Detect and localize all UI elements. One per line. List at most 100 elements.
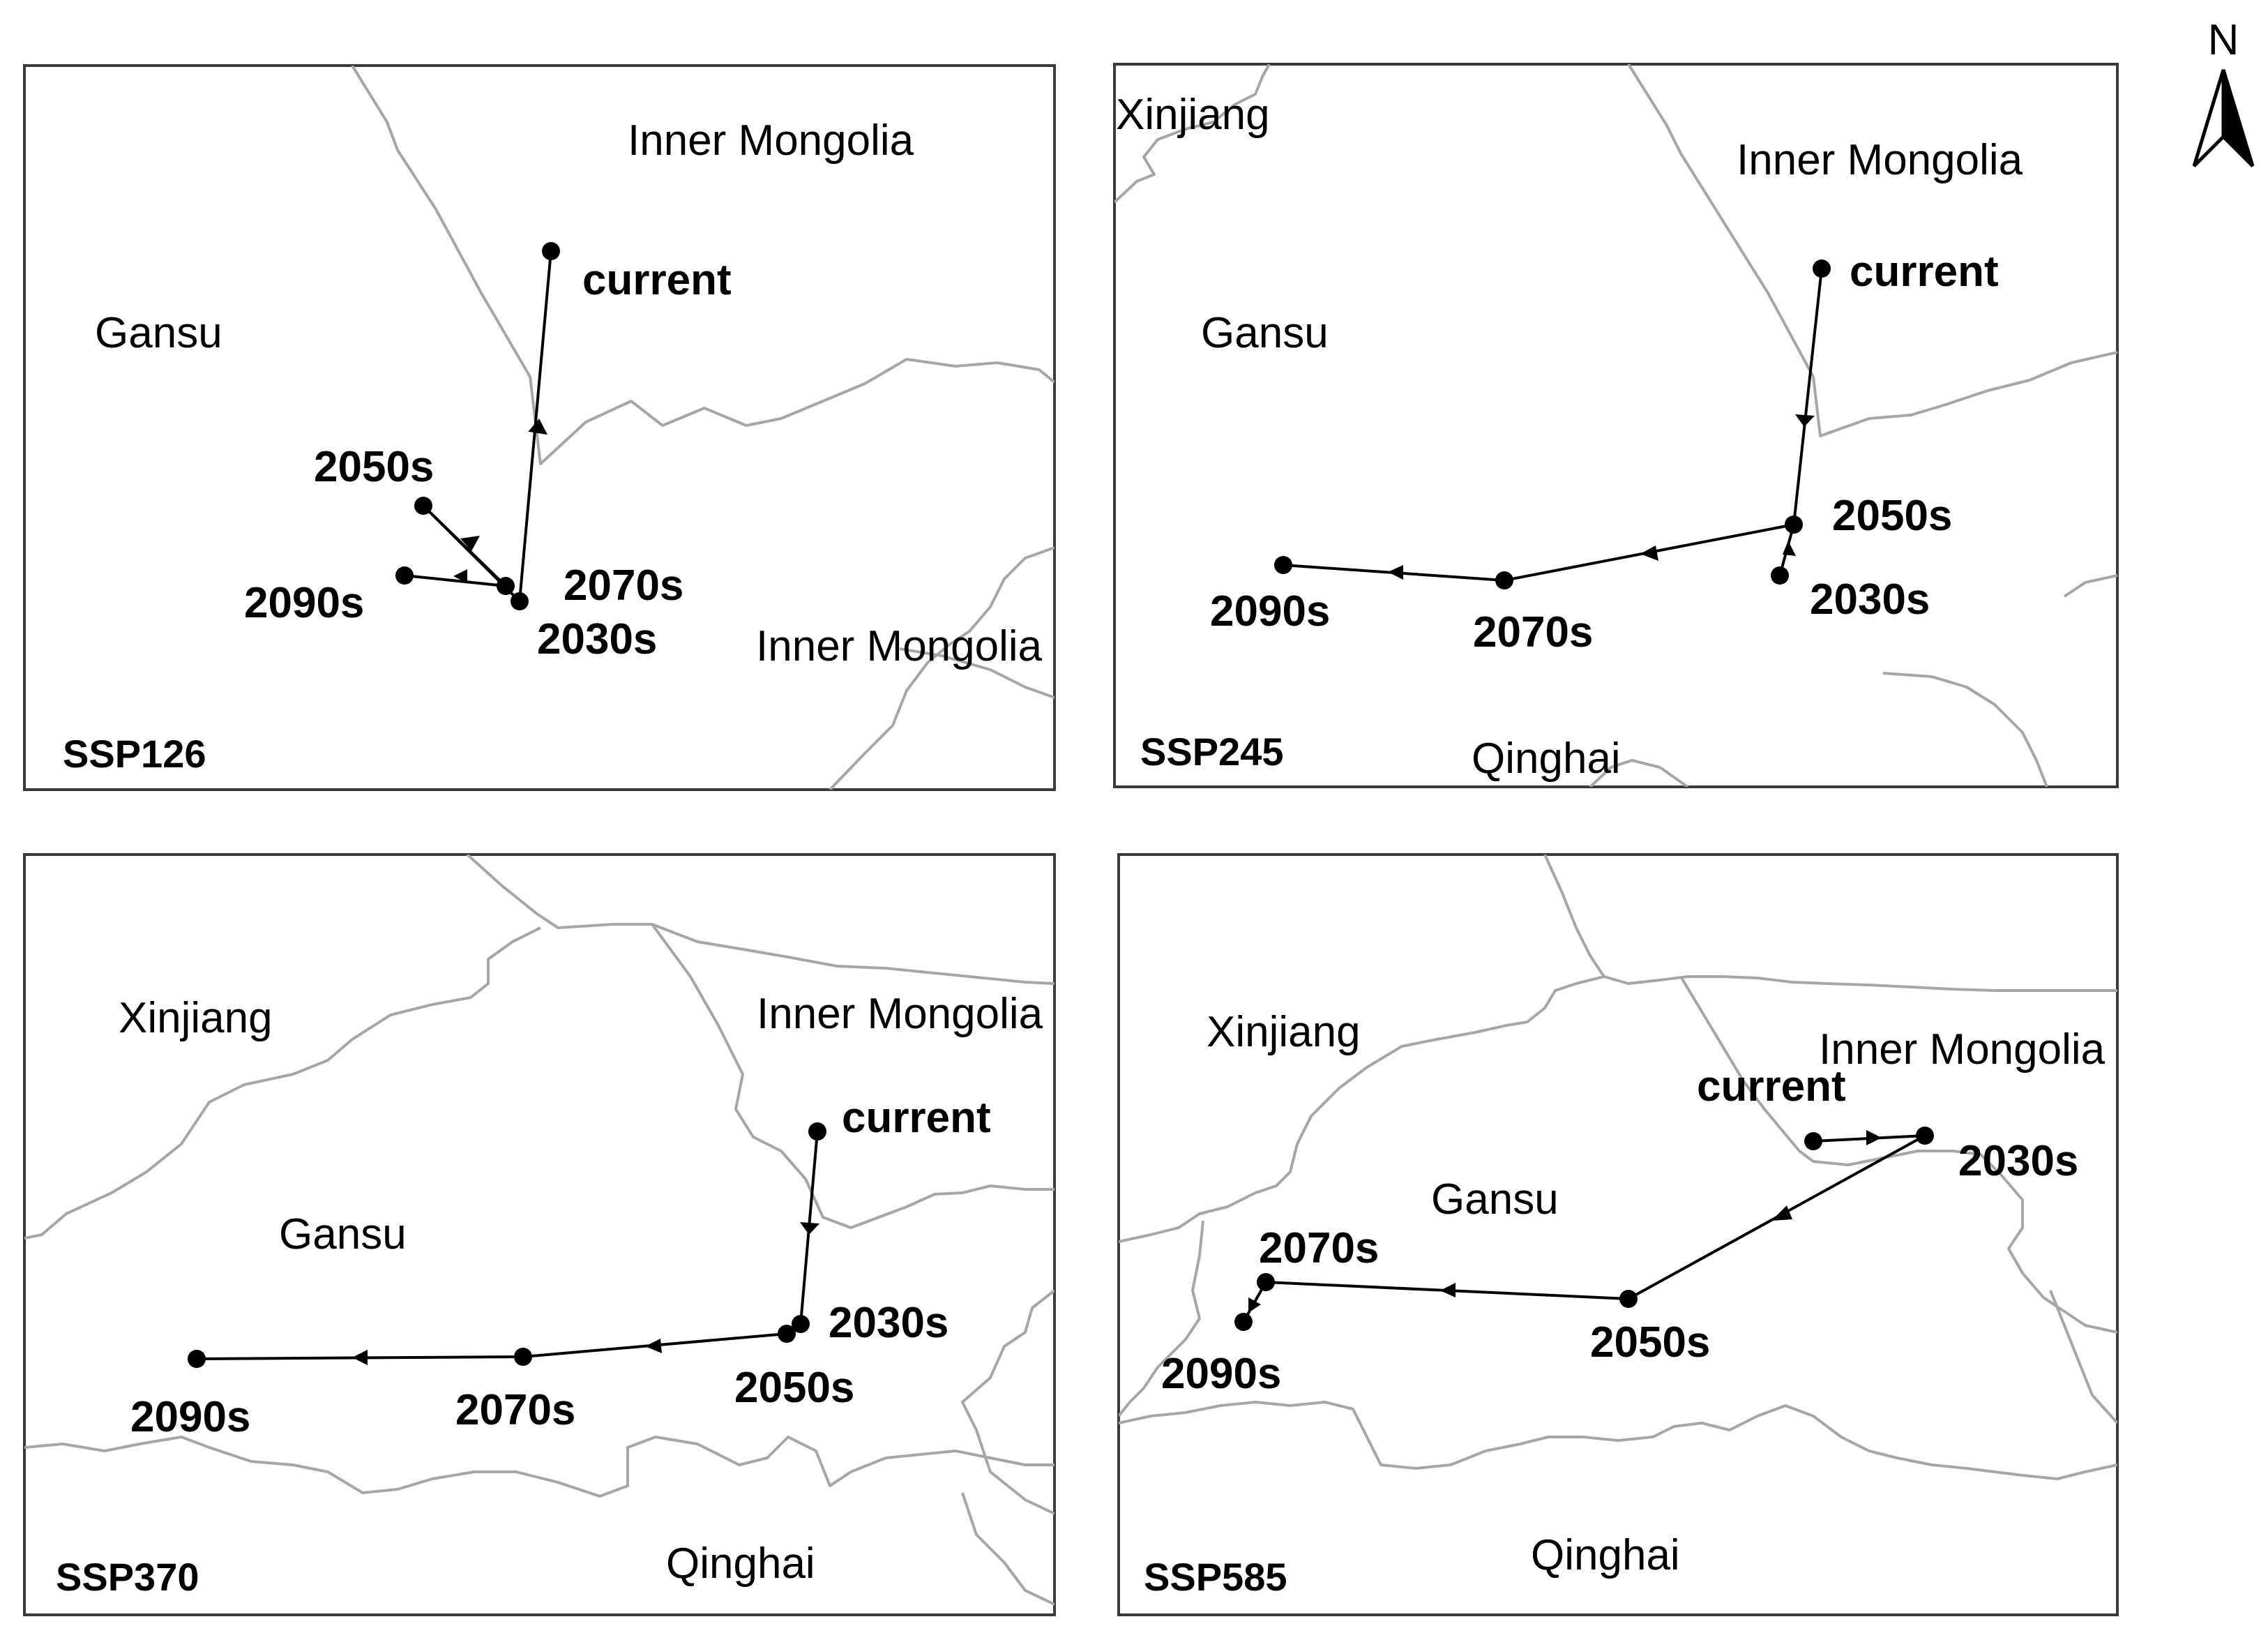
direction-arrow bbox=[1440, 1283, 1456, 1297]
scenario-label-ssp585: SSP585 bbox=[1144, 1555, 1287, 1599]
direction-arrow bbox=[800, 1222, 819, 1235]
centroid-point-2050s bbox=[414, 497, 432, 515]
centroid-point-2090s bbox=[188, 1350, 206, 1368]
province-boundary-gansu-qinghai bbox=[1119, 1401, 2117, 1480]
region-label-inner-mongolia-south: Inner Mongolia bbox=[756, 622, 1043, 670]
direction-arrow bbox=[1248, 1297, 1261, 1313]
direction-arrow bbox=[352, 1350, 368, 1365]
panel-ssp585: Xinjiang Inner Mongolia Gansu Qinghai cu… bbox=[1117, 853, 2119, 1616]
panel-ssp126-boundaries bbox=[351, 66, 1054, 790]
region-label-xinjiang: Xinjiang bbox=[1116, 91, 1270, 139]
centroid-point-2030s bbox=[1916, 1127, 1934, 1145]
north-arrow: N bbox=[2192, 16, 2255, 167]
direction-arrow bbox=[460, 536, 480, 551]
centroid-track-ssp370 bbox=[188, 1122, 826, 1368]
province-boundary-xinjiang-mongolia bbox=[1543, 855, 2117, 992]
region-label-qinghai: Qinghai bbox=[1531, 1531, 1680, 1579]
scenario-label-ssp370: SSP370 bbox=[56, 1555, 199, 1599]
centroid-point-2030s bbox=[511, 592, 529, 610]
point-label-2050s: 2050s bbox=[1590, 1318, 1710, 1367]
region-label-inner-mongolia: Inner Mongolia bbox=[1737, 136, 2023, 184]
region-label-inner-mongolia-north: Inner Mongolia bbox=[628, 116, 914, 165]
point-label-2090s: 2090s bbox=[1210, 587, 1330, 635]
region-label-inner-mongolia: Inner Mongolia bbox=[1819, 1025, 2106, 1074]
point-label-2030s: 2030s bbox=[537, 615, 657, 663]
point-label-current: current bbox=[842, 1094, 991, 1142]
point-label-2030s: 2030s bbox=[1958, 1137, 2078, 1185]
direction-arrow bbox=[453, 569, 467, 583]
point-label-2050s: 2050s bbox=[314, 443, 434, 491]
north-arrow-right-half bbox=[2221, 69, 2255, 167]
centroid-track-ssp126 bbox=[395, 242, 560, 610]
panel-ssp245-frame bbox=[1113, 63, 2119, 788]
direction-arrow bbox=[1866, 1130, 1882, 1145]
region-label-xinjiang: Xinjiang bbox=[119, 994, 273, 1042]
point-label-2030s: 2030s bbox=[829, 1299, 948, 1347]
panel-ssp245: Xinjiang Inner Mongolia Gansu Qinghai cu… bbox=[1113, 63, 2119, 788]
panel-ssp126: Inner Mongolia Gansu Inner Mongolia curr… bbox=[23, 64, 1056, 791]
region-label-inner-mongolia: Inner Mongolia bbox=[757, 990, 1043, 1038]
scenario-label-ssp126: SSP126 bbox=[63, 732, 206, 776]
point-label-2070s: 2070s bbox=[564, 562, 683, 610]
point-label-2070s: 2070s bbox=[455, 1386, 575, 1434]
north-arrow-left-half bbox=[2192, 69, 2225, 167]
region-label-qinghai: Qinghai bbox=[666, 1540, 815, 1588]
point-label-current: current bbox=[1850, 248, 1999, 296]
province-boundary-east bbox=[829, 546, 1054, 790]
region-label-gansu: Gansu bbox=[1201, 309, 1329, 357]
province-boundary-southeast bbox=[961, 1492, 1054, 1606]
province-boundary-gansu-qinghai bbox=[24, 1436, 1054, 1498]
centroid-point-2090s bbox=[1274, 556, 1292, 574]
province-boundary-edge bbox=[2063, 574, 2117, 598]
centroid-point-2030s bbox=[1771, 566, 1789, 585]
point-label-2050s: 2050s bbox=[734, 1364, 854, 1412]
centroid-point-2050s bbox=[1785, 516, 1803, 534]
province-boundary-gansu-xinjiang bbox=[24, 926, 541, 1240]
region-label-gansu: Gansu bbox=[95, 309, 222, 357]
point-label-2090s: 2090s bbox=[1161, 1350, 1281, 1398]
region-label-gansu: Gansu bbox=[279, 1210, 407, 1258]
centroid-point-current bbox=[542, 242, 560, 260]
direction-arrow bbox=[1783, 541, 1796, 556]
panel-ssp245-boundaries bbox=[1114, 64, 2117, 787]
track-segment-2050s-2070s bbox=[422, 504, 507, 587]
direction-arrow bbox=[528, 419, 548, 435]
province-boundary-east bbox=[961, 1289, 1054, 1515]
province-boundary-east bbox=[1882, 672, 2048, 787]
province-boundary-gansu-mongolia bbox=[1679, 975, 2117, 1334]
direction-arrow bbox=[1388, 565, 1403, 580]
direction-arrow bbox=[1795, 414, 1815, 427]
point-label-2090s: 2090s bbox=[244, 579, 364, 627]
panel-ssp370: Xinjiang Inner Mongolia Gansu Qinghai cu… bbox=[23, 853, 1056, 1616]
point-label-current: current bbox=[582, 256, 732, 304]
region-label-qinghai: Qinghai bbox=[1472, 735, 1621, 783]
province-boundary-xinjiang-mongolia bbox=[466, 855, 1054, 985]
region-label-gansu: Gansu bbox=[1431, 1175, 1559, 1224]
centroid-point-2070s bbox=[497, 577, 515, 595]
direction-arrow bbox=[1640, 545, 1658, 561]
point-label-2090s: 2090s bbox=[130, 1393, 250, 1441]
centroid-point-2070s bbox=[514, 1348, 532, 1366]
point-label-2050s: 2050s bbox=[1832, 492, 1952, 540]
province-boundary-west bbox=[1119, 1220, 1204, 1417]
province-boundary-gansu-mongolia bbox=[1627, 64, 2117, 437]
centroid-point-current bbox=[808, 1122, 826, 1141]
centroid-point-2090s bbox=[1234, 1313, 1253, 1331]
point-label-current: current bbox=[1697, 1062, 1846, 1111]
north-arrow-label: N bbox=[2208, 16, 2239, 64]
province-boundary-gansu-mongolia bbox=[651, 923, 1054, 1229]
scenario-label-ssp245: SSP245 bbox=[1140, 730, 1284, 774]
point-label-2030s: 2030s bbox=[1810, 575, 1930, 624]
province-boundary-gansu-xinjiang bbox=[1119, 975, 1605, 1243]
centroid-point-2090s bbox=[395, 566, 414, 585]
region-label-xinjiang: Xinjiang bbox=[1207, 1008, 1361, 1056]
centroid-point-2030s bbox=[792, 1315, 810, 1333]
point-label-2070s: 2070s bbox=[1259, 1224, 1379, 1272]
direction-arrow bbox=[645, 1339, 662, 1353]
province-boundary-qinghai bbox=[1589, 759, 1689, 787]
centroid-point-2070s bbox=[1495, 571, 1513, 589]
centroid-point-current bbox=[1804, 1132, 1822, 1150]
panel-ssp370-boundaries bbox=[24, 855, 1054, 1606]
centroid-point-2050s bbox=[778, 1325, 796, 1343]
